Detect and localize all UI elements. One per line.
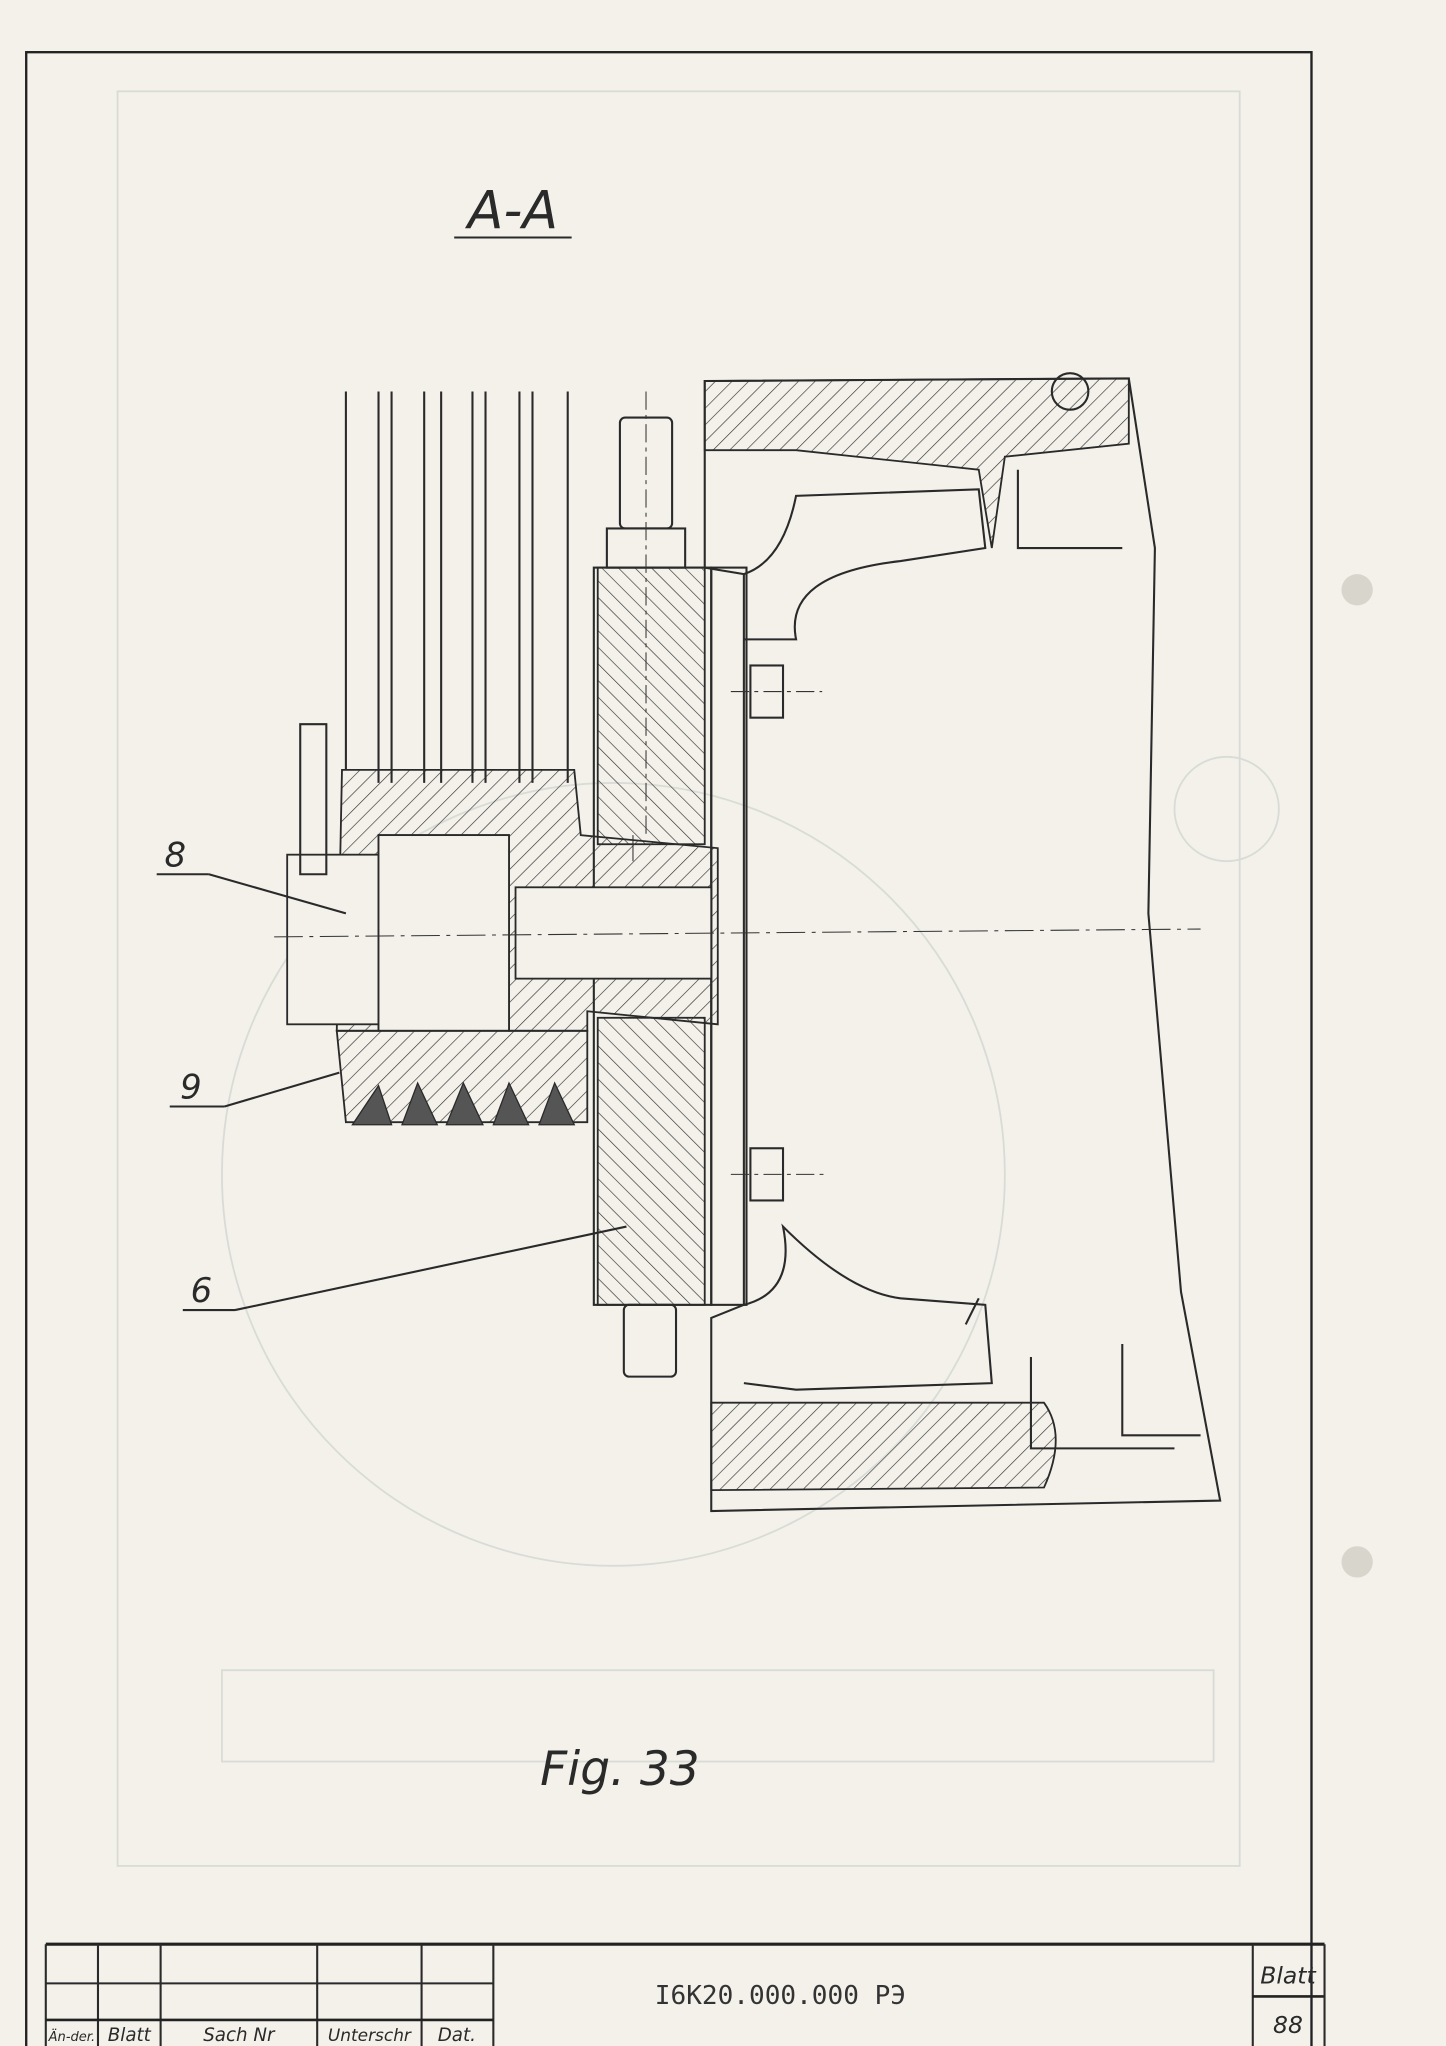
column-label-aenderung: Än-der. bbox=[48, 2029, 95, 2045]
callout-9: 9 bbox=[169, 1068, 340, 1108]
document-number: I6K20.000.000 PЭ bbox=[655, 1981, 906, 2011]
callout-6: 6 bbox=[182, 1225, 627, 1312]
punch-holes bbox=[1341, 574, 1373, 1578]
sheet-label: Blatt bbox=[1260, 1961, 1316, 1989]
sheet-number: 88 bbox=[1273, 2011, 1303, 2039]
gear-shaft bbox=[274, 391, 1201, 1126]
title-block: Än-der. Blatt Sach Nr Unterschr Dat. I6K… bbox=[44, 1942, 1326, 2046]
column-label-unterschr: Unterschr bbox=[328, 2025, 412, 2045]
column-label-dat: Dat. bbox=[438, 2025, 476, 2046]
column-label-sach-nr: Sach Nr bbox=[203, 2025, 276, 2046]
svg-text:8: 8 bbox=[165, 835, 187, 874]
figure-caption: Fig. 33 bbox=[540, 1742, 700, 1797]
column-label-blatt: Blatt bbox=[108, 2025, 152, 2046]
svg-text:9: 9 bbox=[180, 1068, 202, 1107]
housing bbox=[703, 372, 1222, 1513]
sheet-border bbox=[25, 51, 1313, 2046]
callout-8: 8 bbox=[156, 835, 347, 915]
section-title: A-A bbox=[465, 181, 558, 241]
svg-text:6: 6 bbox=[191, 1271, 213, 1310]
